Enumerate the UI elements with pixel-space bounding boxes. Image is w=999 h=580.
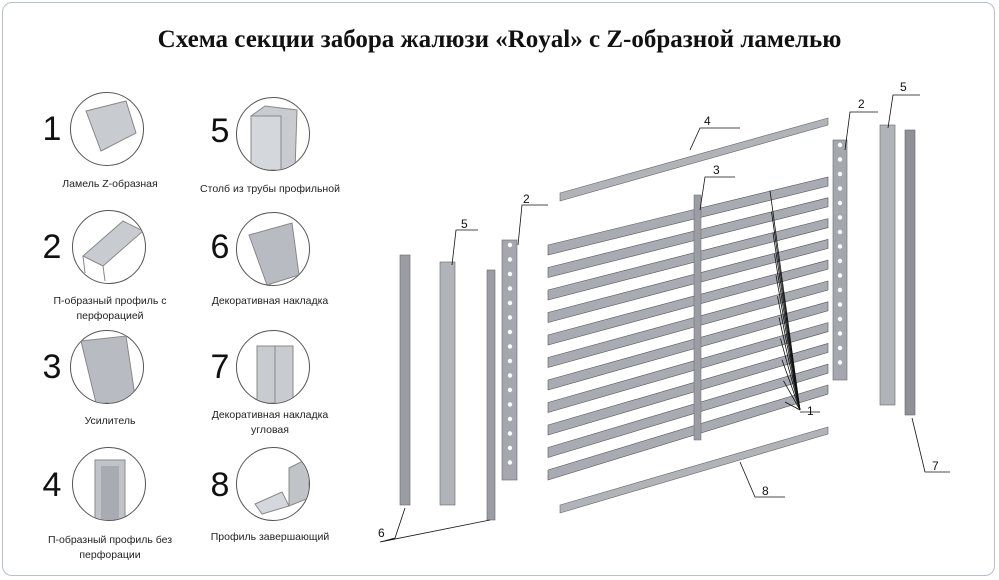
corner-cover-icon <box>236 330 310 404</box>
perforation-holes <box>507 142 843 465</box>
left-decorative-cover <box>399 254 411 506</box>
callout-8: 8 <box>762 484 769 498</box>
legend-number: 8 <box>210 466 230 504</box>
slat <box>547 322 829 413</box>
slat <box>547 197 829 278</box>
perforation-hole <box>507 431 513 436</box>
legend-number: 5 <box>210 112 230 150</box>
leader-lines <box>379 94 950 543</box>
reinforcement <box>693 194 702 441</box>
slat <box>547 280 829 368</box>
decorative-cover-icon <box>236 212 310 286</box>
callout-1: 1 <box>807 404 814 418</box>
reinforcement-icon <box>70 330 144 404</box>
perforation-hole <box>507 286 513 291</box>
perforation-hole <box>507 460 513 465</box>
perforation-hole <box>837 186 843 191</box>
finishing-profile-icon <box>236 447 310 521</box>
legend-number: 6 <box>210 228 230 266</box>
slat <box>547 301 829 391</box>
perforation-hole <box>837 360 843 365</box>
legend-label: Профиль завершающий <box>210 531 330 543</box>
slat <box>547 239 829 323</box>
perforation-hole <box>837 273 843 278</box>
perforation-hole <box>507 358 513 364</box>
legend-label: Декоративная накладка угловая <box>211 409 329 436</box>
legend-number: 7 <box>210 348 230 386</box>
callout-5-left: 5 <box>461 217 468 231</box>
callout-2-right: 2 <box>858 97 865 111</box>
perforation-hole <box>507 373 513 378</box>
callout-2-left: 2 <box>523 192 530 206</box>
diagram-title: Схема секции забора жалюзи «Royal» с Z-о… <box>157 26 842 53</box>
z-slat-icon <box>70 92 144 166</box>
perforated-profile-icon <box>72 210 146 284</box>
perforation-hole <box>837 287 843 293</box>
perforation-hole <box>837 200 843 206</box>
perforation-hole <box>837 229 843 235</box>
perforation-hole <box>837 316 843 322</box>
callout-4: 4 <box>704 114 711 128</box>
slat <box>547 218 829 301</box>
perforation-hole <box>837 142 843 148</box>
legend-label: Ламель Z-образная <box>62 178 158 190</box>
slat <box>547 343 829 436</box>
callout-3: 3 <box>713 163 720 177</box>
perforation-hole <box>507 387 513 393</box>
perforation-hole <box>837 302 843 307</box>
perforation-hole <box>507 315 513 320</box>
top-rail <box>559 117 829 202</box>
slat <box>547 176 829 256</box>
perforation-hole <box>507 344 513 349</box>
left-decorative-cover-2 <box>486 269 496 521</box>
perforation-hole <box>837 171 843 177</box>
legend-label: П-образный профиль с перфорацией <box>53 295 167 322</box>
perforation-hole <box>837 331 843 336</box>
slat <box>547 384 829 481</box>
slats <box>547 176 829 481</box>
legend-number: 2 <box>42 228 62 266</box>
post-pipe-icon <box>236 97 310 171</box>
perforation-hole <box>837 215 843 220</box>
legend-label: Декоративная накладка <box>211 295 329 307</box>
perforation-hole <box>507 402 513 407</box>
perforation-hole <box>837 258 843 264</box>
perforation-hole <box>837 244 843 249</box>
slat <box>547 259 829 346</box>
left-post <box>439 261 456 506</box>
legend-label: Усилитель <box>84 415 136 427</box>
perforation-hole <box>507 242 513 248</box>
legend-number: 4 <box>42 466 62 504</box>
legend-label: Столб из трубы профильной <box>200 183 340 195</box>
perforation-hole <box>507 300 513 306</box>
perforation-hole <box>507 416 513 422</box>
right-corner-cover <box>904 129 916 416</box>
legend-number: 3 <box>42 348 62 386</box>
callout-6: 6 <box>378 526 385 540</box>
perforation-hole <box>507 329 513 335</box>
perforation-hole <box>507 257 513 262</box>
legend-label: П-образный профиль без перфорации <box>47 534 173 561</box>
bottom-rail <box>559 426 829 514</box>
right-post <box>879 124 896 406</box>
perforation-hole <box>507 445 513 451</box>
profile-no-perforation-icon <box>72 447 146 521</box>
slat <box>547 363 829 458</box>
perforation-hole <box>837 345 843 351</box>
legend-number: 1 <box>42 110 62 148</box>
perforation-hole <box>837 157 843 162</box>
perforation-hole <box>507 271 513 277</box>
callout-5-right: 5 <box>900 80 907 94</box>
callout-7: 7 <box>932 459 939 473</box>
